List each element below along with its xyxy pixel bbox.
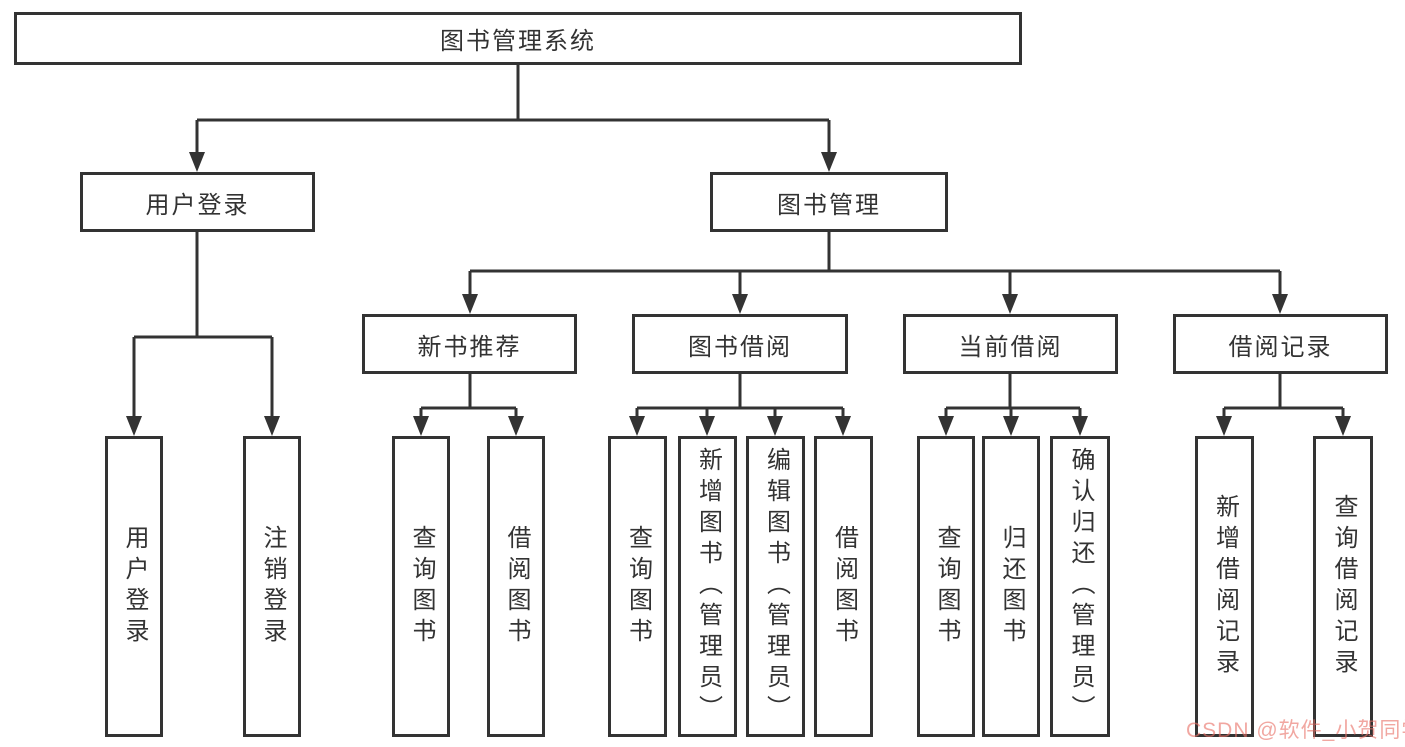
leaf-logout: 注销登录	[243, 436, 301, 737]
leaf-nbr-query-books-label: 查询图书	[408, 524, 435, 649]
leaf-br-add-record: 新增借阅记录	[1195, 436, 1254, 737]
leaf-nbr-borrow-books-label: 借阅图书	[503, 524, 530, 649]
node-root: 图书管理系统	[14, 12, 1022, 65]
node-new-book-recommendation: 新书推荐	[362, 314, 577, 374]
leaf-user-login: 用户登录	[105, 436, 163, 737]
leaf-bb-edit-books-admin-label: 编辑图书（管理员）	[762, 447, 790, 726]
leaf-cb-return-books: 归还图书	[982, 436, 1040, 737]
leaf-bb-add-books-admin: 新增图书（管理员）	[678, 436, 737, 737]
node-current-borrowing: 当前借阅	[903, 314, 1118, 374]
leaf-logout-label: 注销登录	[259, 524, 286, 649]
leaf-nbr-borrow-books: 借阅图书	[487, 436, 545, 737]
node-new-book-recommendation-label: 新书推荐	[417, 333, 522, 361]
leaf-bb-query-books-label: 查询图书	[624, 524, 652, 649]
leaf-user-login-label: 用户登录	[121, 524, 148, 649]
arrowheads	[126, 152, 1351, 436]
leaf-bb-borrow-books-label: 借阅图书	[830, 524, 858, 649]
node-book-management-label: 图书管理	[777, 191, 881, 219]
node-current-borrowing-label: 当前借阅	[958, 333, 1063, 361]
node-root-label: 图书管理系统	[440, 28, 596, 55]
leaf-br-query-record-label: 查询借阅记录	[1330, 493, 1357, 680]
node-borrowing-records: 借阅记录	[1173, 314, 1388, 374]
leaf-cb-query-books: 查询图书	[917, 436, 975, 737]
node-book-borrowing-label: 图书借阅	[688, 333, 792, 361]
node-user-login: 用户登录	[80, 172, 315, 232]
leaf-nbr-query-books: 查询图书	[392, 436, 450, 737]
node-user-login-label: 用户登录	[145, 191, 250, 219]
node-book-management: 图书管理	[710, 172, 948, 232]
leaf-bb-edit-books-admin: 编辑图书（管理员）	[746, 436, 805, 737]
leaf-cb-confirm-return-admin-label: 确认归还（管理员）	[1067, 447, 1094, 726]
leaf-bb-borrow-books: 借阅图书	[814, 436, 873, 737]
csdn-watermark: CSDN @软件_小贺同学	[1186, 719, 1405, 742]
leaf-bb-query-books: 查询图书	[608, 436, 667, 737]
leaf-br-add-record-label: 新增借阅记录	[1211, 493, 1239, 680]
leaf-cb-query-books-label: 查询图书	[933, 524, 960, 649]
leaf-cb-return-books-label: 归还图书	[998, 524, 1025, 649]
leaf-cb-confirm-return-admin: 确认归还（管理员）	[1050, 436, 1110, 737]
node-borrowing-records-label: 借阅记录	[1228, 333, 1333, 361]
leaf-bb-add-books-admin-label: 新增图书（管理员）	[694, 447, 722, 726]
node-book-borrowing: 图书借阅	[632, 314, 848, 374]
leaf-br-query-record: 查询借阅记录	[1313, 436, 1373, 737]
